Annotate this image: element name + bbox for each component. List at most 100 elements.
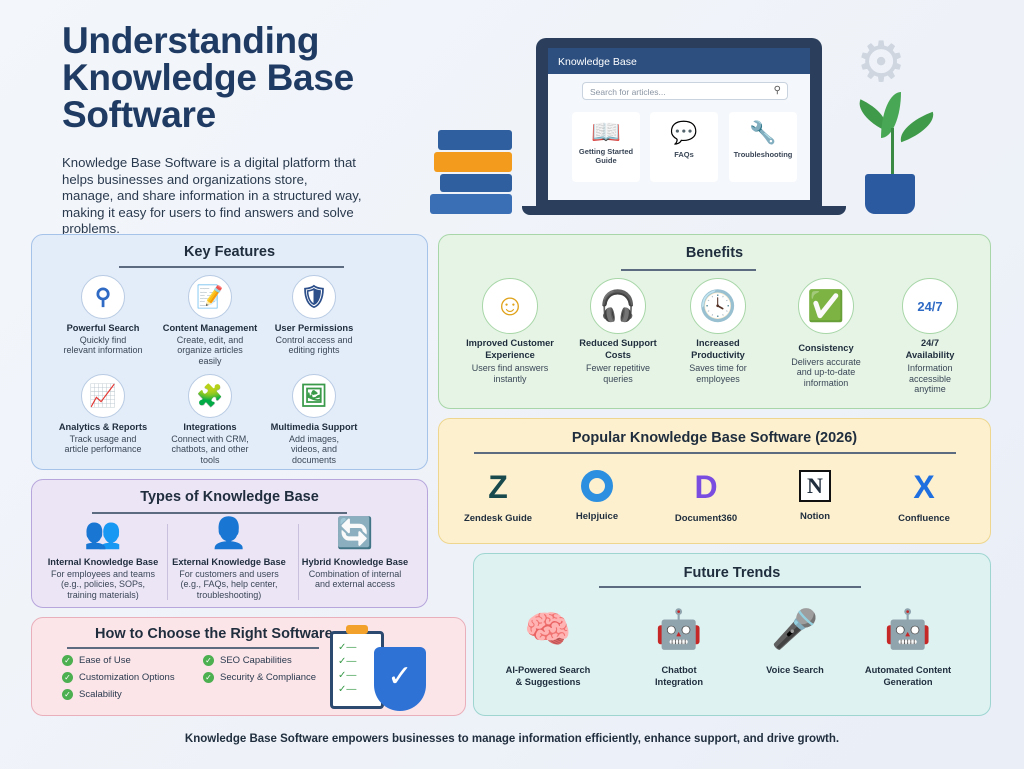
trend-title: Voice Search <box>766 665 824 675</box>
popular-software-panel: Popular Knowledge Base Software (2026) <box>438 418 991 544</box>
criteria-label: Scalability <box>79 689 122 700</box>
shield-user-icon: 🛡 <box>300 284 328 309</box>
feature-desc: Quickly find relevant information <box>63 334 143 356</box>
benefit-icon-circle: 🎧 <box>590 278 646 334</box>
search-icon: ⚲ <box>94 284 112 309</box>
software-name: Zendesk Guide <box>463 513 533 524</box>
feature-icon-circle: 📝 <box>188 275 232 319</box>
benefit-title: Reduced Support Costs <box>579 338 657 360</box>
footer-tagline: Knowledge Base Software empowers busines… <box>184 733 840 745</box>
software-name: Document360 <box>674 513 738 524</box>
microphone-icon: 🎤 <box>771 609 819 651</box>
search-icon[interactable]: ⚲ <box>773 85 781 96</box>
type-desc: For customers and users (e.g., FAQs, hel… <box>179 568 279 600</box>
feature-icon-circle: ⚲ <box>81 275 125 319</box>
trend-title: Automated Content Generation <box>864 665 952 687</box>
future-trends-panel: Future Trends <box>473 553 991 716</box>
check-icon: ✓ <box>203 655 214 666</box>
benefit-desc: Delivers accurate and up-to-date informa… <box>791 356 861 388</box>
benefit-title: Increased Productivity <box>691 338 745 360</box>
wrench-gear-icon: 🔧 <box>749 120 777 145</box>
trend-item: Chatbot Integration <box>619 665 739 688</box>
software-item: Z Zendesk Guide <box>438 470 558 525</box>
kb-card[interactable]: 🔧 Troubleshooting <box>729 112 797 182</box>
benefit-desc: Fewer repetitive queries <box>585 363 651 384</box>
criteria-label: Security & Compliance <box>220 672 317 683</box>
intro-description: Knowledge Base Software is a digital pla… <box>62 155 362 236</box>
badge-check-icon: ✅ <box>807 289 845 323</box>
team-icon: 👥 <box>84 517 122 550</box>
feature-desc: Track usage and article performance <box>64 433 142 455</box>
software-name: Helpjuice <box>575 511 619 522</box>
feature-title: Integrations <box>183 422 237 432</box>
key-features-panel: Key Features <box>31 234 428 470</box>
criteria-item: ✓ Scalability <box>62 689 122 700</box>
brain-icon: 🧠 <box>524 609 572 651</box>
kb-card[interactable]: 💬FAQs <box>650 112 718 182</box>
section-title: Future Trends <box>683 565 781 581</box>
feature-title: Multimedia Support <box>270 422 358 432</box>
benefit-icon-circle: 🕓 <box>690 278 746 334</box>
headset-icon: 🎧 <box>599 289 637 323</box>
section-title: Benefits <box>685 245 744 261</box>
feature-icon-circle: 🖼 <box>292 374 336 418</box>
kb-card[interactable]: 📖Getting Started Guide <box>572 112 640 182</box>
type-desc: For employees and teams (e.g., policies,… <box>50 568 156 600</box>
smiley-icon: ☺ <box>494 289 526 322</box>
criteria-item: ✓ Customization Options <box>62 672 175 683</box>
card-label: FAQs <box>674 150 694 159</box>
check-icon: ✓ <box>62 672 73 683</box>
criteria-item: ✓Ease of Use <box>62 655 131 666</box>
benefit-title: Consistency <box>798 343 854 353</box>
check-icon: ✓ <box>62 689 73 700</box>
trend-item: Automated Content Generation <box>848 665 968 688</box>
types-panel: Types of Knowledge Base <box>31 479 428 608</box>
benefit-desc: Saves time for employees <box>689 363 747 384</box>
kb-header: Knowledge Base <box>548 48 810 74</box>
books-illustration <box>430 130 516 214</box>
software-item: Helpjuice <box>537 470 657 523</box>
benefit-icon-circle: ☺ <box>482 278 538 334</box>
chatbot-icon: 🤖 <box>655 609 703 651</box>
feature-desc: Control access and editing rights <box>275 334 353 356</box>
benefit-desc: Users find answers instantly <box>471 363 549 384</box>
feature-icon-circle: 🧩 <box>188 374 232 418</box>
gear-icon: ⚙ <box>856 30 907 93</box>
feature-title: User Permissions <box>274 323 354 333</box>
kb-search-input[interactable]: Search for articles... ⚲ <box>582 82 788 100</box>
feature-title: Powerful Search <box>66 323 140 333</box>
criteria-item: ✓SEO Capabilities <box>203 655 292 666</box>
feature-title: Content Management <box>162 323 258 333</box>
open-book-icon: 📖 <box>591 119 621 146</box>
clock-icon: 🕓 <box>699 289 737 323</box>
clipboard-shield-icon: ✓—✓—✓—✓— ✓ <box>330 625 430 715</box>
software-name: Notion <box>799 511 831 522</box>
feature-title: Analytics & Reports <box>58 422 148 432</box>
zendesk-guide-logo: Z <box>488 469 508 505</box>
card-label: Troubleshooting <box>733 150 793 159</box>
benefit-desc: Information accessible anytime <box>907 363 953 394</box>
sync-icon: 🔄 <box>336 517 374 550</box>
24-7-icon: 24/7 <box>917 298 943 314</box>
benefit-title: Improved Customer Experience <box>466 338 554 360</box>
document-edit-icon: 📝 <box>196 284 224 309</box>
choose-panel: How to Choose the Right Software <box>31 617 466 716</box>
benefit-icon-circle: 24/7 <box>902 278 958 334</box>
title-line: Knowledge Base <box>62 57 354 98</box>
trend-title: Chatbot Integration <box>654 665 704 687</box>
document360-logo: D <box>694 469 718 505</box>
criteria-label: Customization Options <box>79 672 175 683</box>
search-placeholder: Search for articles... <box>590 87 666 97</box>
plant-illustration <box>845 88 941 216</box>
feature-desc: Connect with CRM, chatbots, and other to… <box>171 433 249 465</box>
title-line: Understanding <box>62 20 320 61</box>
feature-desc: Add images, videos, and documents <box>288 433 340 465</box>
